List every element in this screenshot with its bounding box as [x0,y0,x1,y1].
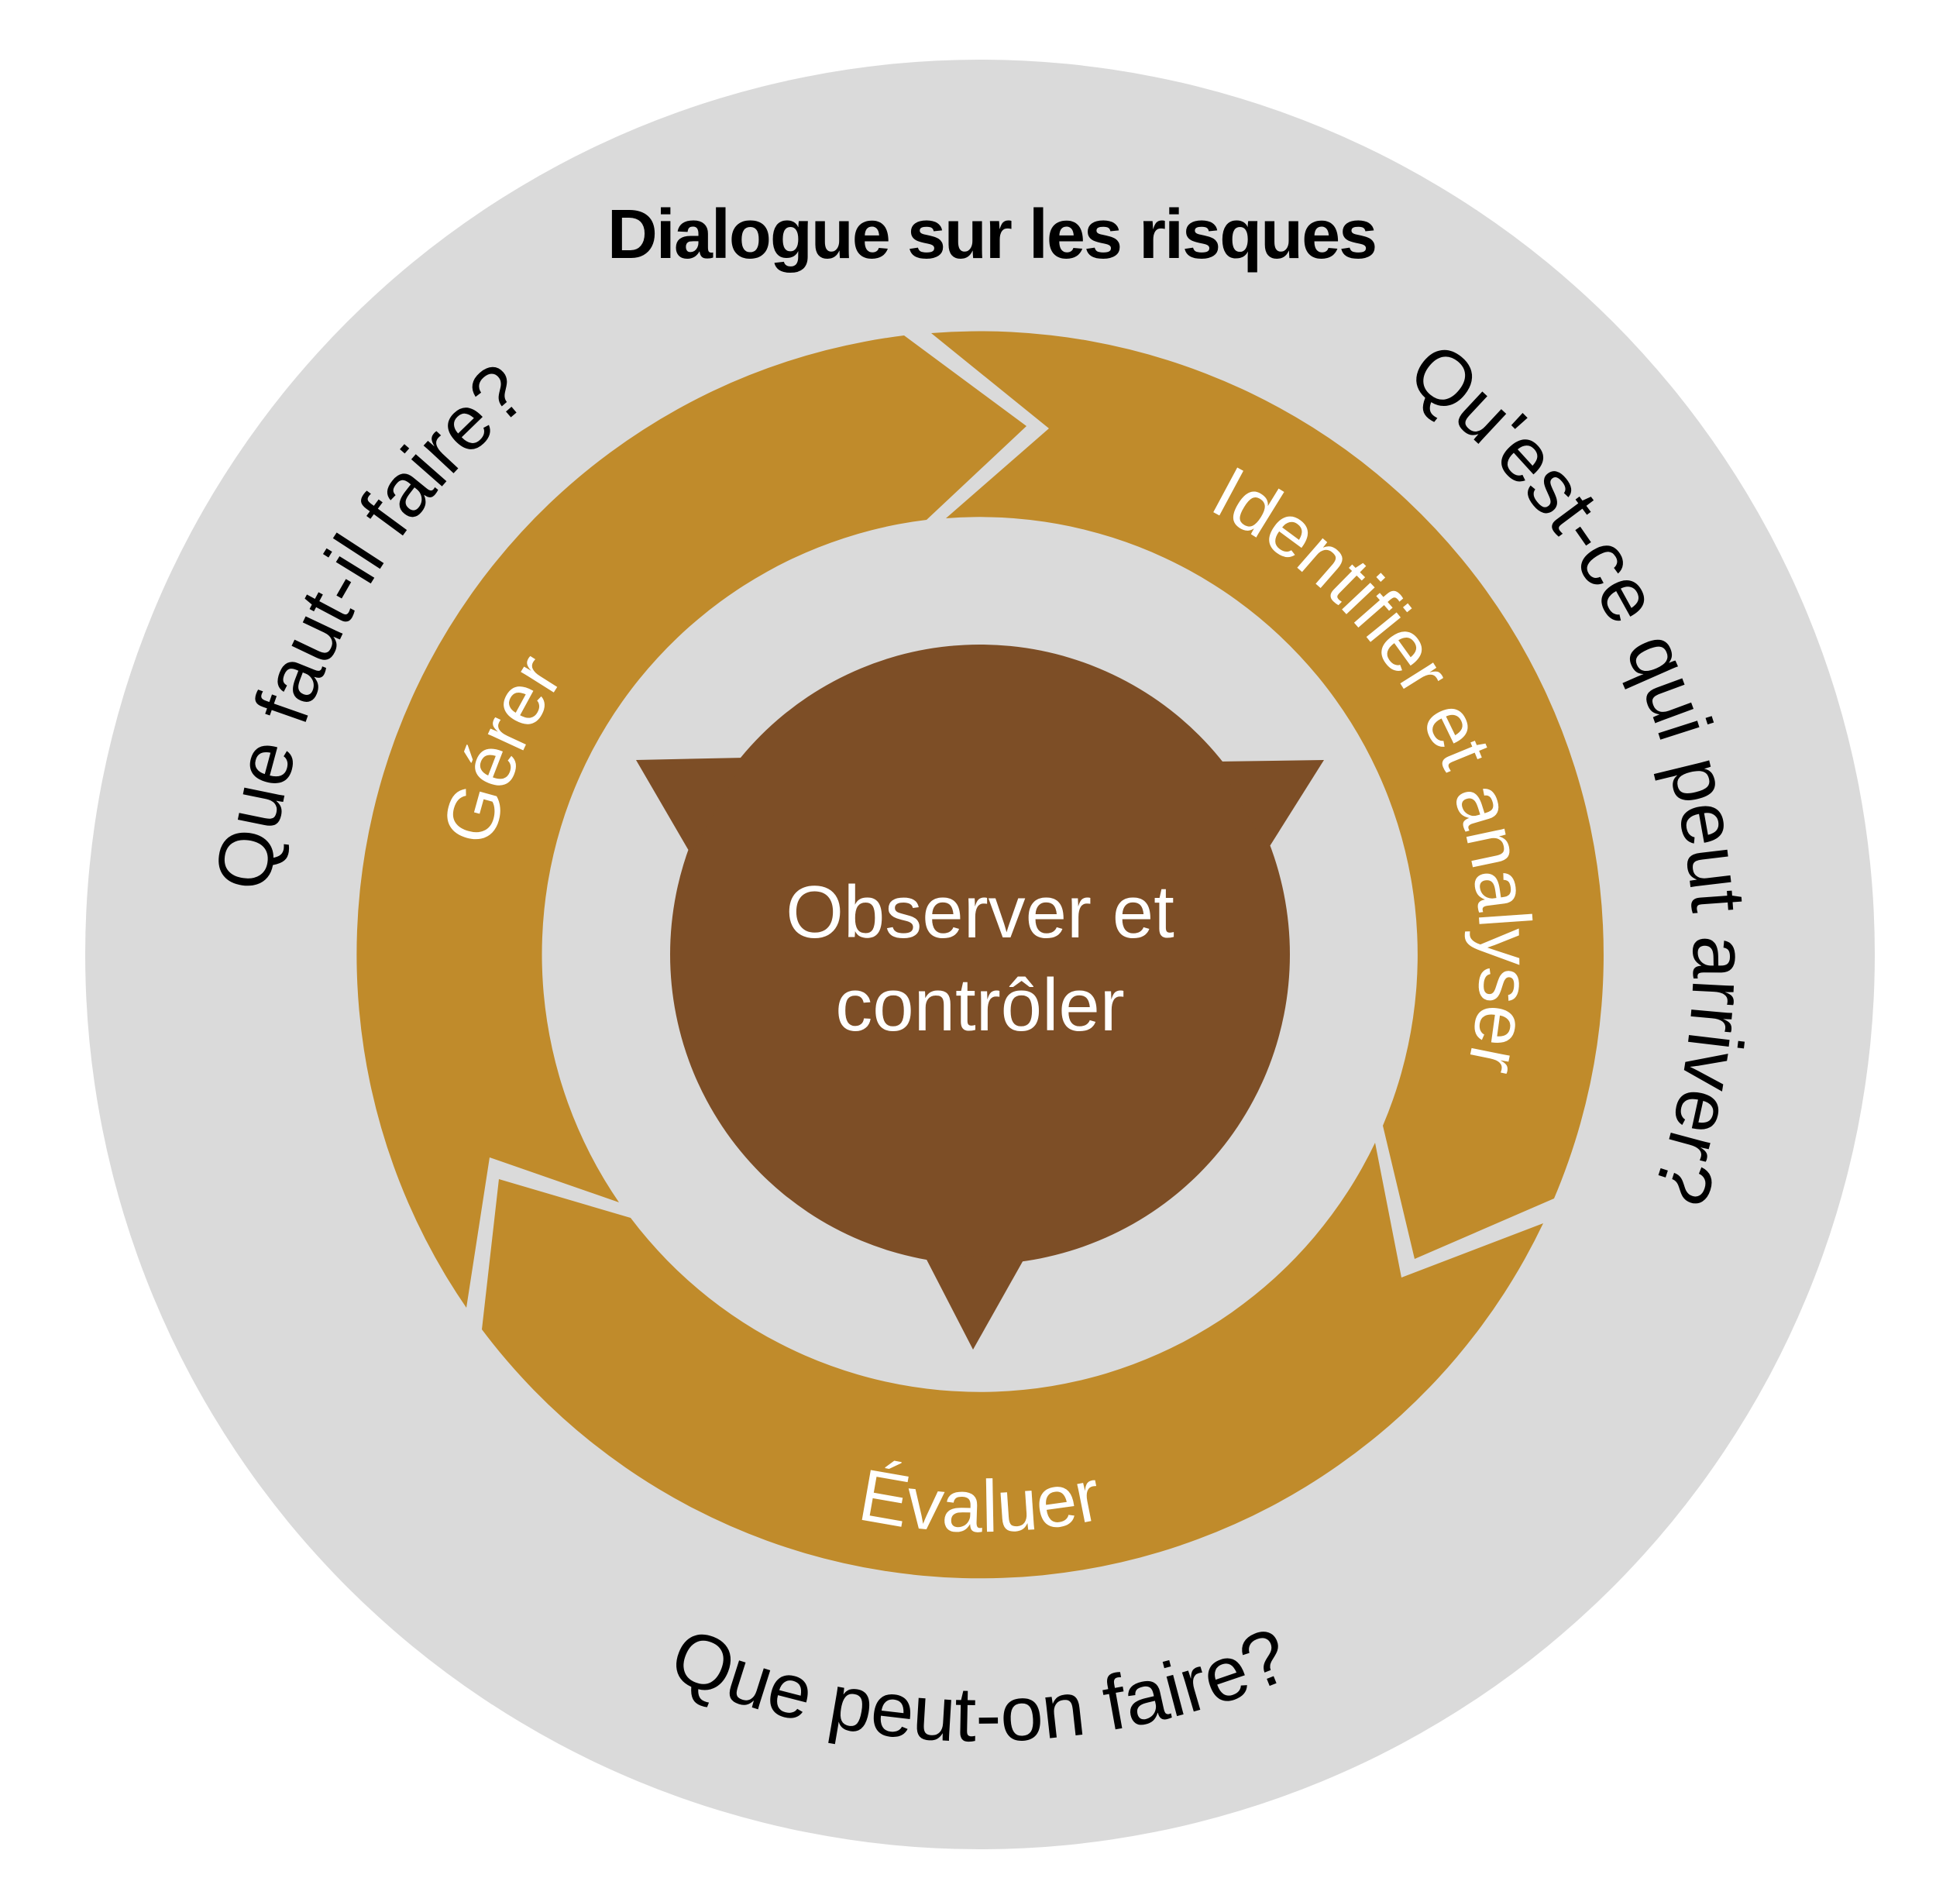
ring-segment-identifier [931,331,1604,1259]
center-bubble-text-line1: Observer et [786,871,1174,954]
svg-text:Évaluer: Évaluer [853,1454,1107,1549]
center-bubble-text-line2: contrôler [835,964,1125,1047]
ring-segment-gerer [356,335,1026,1308]
ring-segment-evaluer [482,1143,1543,1579]
center-bubble-point-upper-right [1218,760,1324,850]
ring-label-evaluer: Évaluer [853,1454,1107,1549]
center-bubble-shape [636,645,1324,1350]
diagram-title: Dialogue sur les risques [607,196,1376,273]
center-bubble-point-bottom [924,1255,1025,1350]
center-bubble-circle [670,645,1290,1264]
center-bubble-point-upper-left [636,758,745,855]
